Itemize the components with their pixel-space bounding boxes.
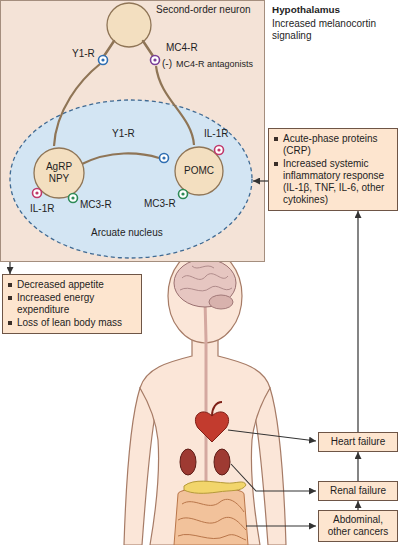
shape-outline — [106, 2, 152, 48]
process-box: Heart failure — [318, 432, 398, 452]
pancreas — [184, 481, 246, 493]
spinal-cord — [205, 300, 206, 545]
shape-outline — [10, 100, 252, 258]
callout-box: Decreased appetiteIncreased energy expen… — [2, 274, 142, 334]
mc3-receptor — [179, 190, 188, 199]
kidney — [180, 449, 196, 475]
il1-receptor — [33, 189, 42, 198]
receptor-label: IL-1R — [30, 203, 54, 215]
flow-arrow — [9, 262, 10, 274]
mc3-receptor — [69, 194, 78, 203]
neuron-circle: AgRP NPY — [33, 147, 85, 199]
shape-outline — [107, 3, 151, 47]
dendrite — [104, 41, 153, 56]
brain — [174, 259, 236, 307]
receptor-label: MC4-R antagonists — [176, 58, 253, 70]
nucleus-label: Arcuate nucleus — [91, 227, 163, 239]
leader-arrow — [231, 464, 316, 491]
torso — [140, 336, 270, 545]
bullet-text: Increased energy expenditure — [17, 292, 136, 316]
box-text: Abdominal, other cancers — [323, 514, 393, 538]
bullet-text: Increased systemic inflammatory response… — [283, 158, 392, 206]
kidney — [214, 449, 230, 475]
shape-outline — [33, 147, 85, 199]
bullet-text: Acute-phase proteins (CRP) — [283, 133, 392, 157]
shape-outline — [174, 146, 224, 196]
receptor-label: IL-1R — [204, 128, 228, 140]
brain-gyri — [180, 266, 232, 291]
hypothalamus-panel: HypothalamusIncreased melanocortin signa… — [0, 0, 265, 262]
leader-arrow — [228, 430, 316, 441]
arm-left — [124, 388, 156, 545]
bullet-mark — [8, 296, 12, 300]
head — [168, 249, 242, 343]
receptor-label: (-) — [162, 58, 172, 70]
heart — [195, 412, 228, 442]
arm-right — [254, 388, 286, 545]
leader-arrow — [246, 525, 316, 526]
y1-receptor — [99, 56, 108, 65]
panel-heading: Hypothalamus — [272, 3, 404, 16]
cerebellum — [209, 295, 233, 309]
bullet-mark — [8, 283, 12, 287]
callout-box: Acute-phase proteins (CRP)Increased syst… — [268, 128, 398, 211]
axon — [156, 66, 194, 145]
aorta — [212, 402, 222, 416]
panel-subheading: Increased melanocortin signaling — [272, 18, 400, 42]
bullet-item: Decreased appetite — [8, 279, 136, 291]
bullet-item: Increased systemic inflammatory response… — [274, 158, 392, 206]
neuron-label: Second-order neuron — [156, 4, 251, 16]
receptor-label: MC4-R — [166, 42, 198, 54]
box-text: POMC — [184, 165, 214, 177]
receptor-label: Y1-R — [72, 48, 95, 60]
axon — [54, 64, 100, 146]
intestine — [174, 488, 248, 545]
neuron-circle: Second-order neuron — [106, 2, 152, 48]
shape-outline — [9, 99, 253, 259]
bullet-mark — [274, 137, 278, 141]
il1-receptor — [215, 146, 224, 155]
shape-outline — [34, 148, 84, 198]
neuron-circle: POMC — [174, 146, 224, 196]
box-text: Renal failure — [323, 485, 393, 497]
flow-arrow — [357, 501, 358, 510]
box-text: Heart failure — [323, 436, 393, 448]
bullet-item: Acute-phase proteins (CRP) — [274, 133, 392, 157]
mc4-receptor — [151, 56, 160, 65]
bullet-item: Increased energy expenditure — [8, 292, 136, 316]
flow-arrow — [357, 452, 358, 481]
bullet-item: Loss of lean body mass — [8, 317, 136, 329]
shape-outline — [175, 147, 223, 195]
nucleus-ellipse: Arcuate nucleus AgRP NPY POMC — [9, 99, 253, 259]
bullet-mark — [8, 321, 12, 325]
process-box: Renal failure — [318, 481, 398, 501]
intestine-loops — [178, 499, 246, 540]
axon — [82, 153, 159, 164]
receptor-label: MC3-R — [144, 198, 176, 210]
receptor-label: Y1-R — [112, 128, 135, 140]
receptor-label: MC3-R — [80, 199, 112, 211]
process-box: Abdominal, other cancers — [318, 510, 398, 542]
flow-arrow — [253, 180, 268, 181]
flow-arrow — [357, 211, 358, 432]
box-text: AgRP NPY — [42, 161, 76, 185]
bullet-text: Loss of lean body mass — [17, 317, 122, 329]
bullet-text: Decreased appetite — [17, 279, 104, 291]
bullet-mark — [274, 162, 278, 166]
y1-receptor — [160, 154, 169, 163]
